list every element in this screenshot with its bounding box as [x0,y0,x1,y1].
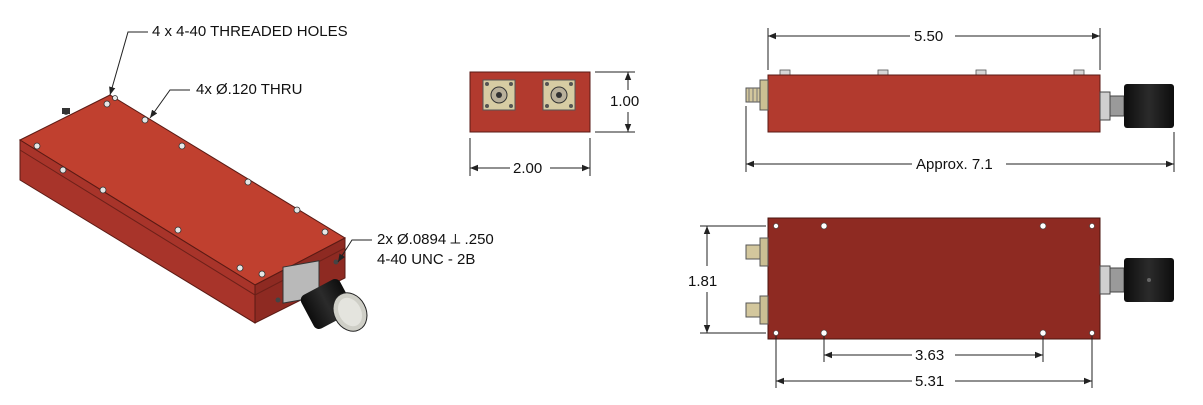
side-view-knob [1099,84,1174,128]
side-view-screw-heads [779,69,1085,76]
dim-end-height: 1.00 [610,93,639,110]
side-view: 5.50 Approx. 7.1 [745,28,1175,173]
end-view: 1.00 2.00 [469,71,639,177]
top-view-knob [1099,258,1174,302]
end-view-connector-1 [482,79,516,111]
leader-tapped-holes [337,239,372,263]
dim-top-width: 1.81 [688,273,717,290]
end-view-connector-2 [542,79,576,111]
side-view-body [767,74,1101,133]
note-tapped-line2: 4-40 UNC - 2B [377,251,475,268]
iso-tapped-hole-1 [275,297,281,303]
dim-hole-span: 5.31 [915,373,944,390]
top-view-sma-connector-1 [745,237,769,267]
note-threaded-holes: 4 x 4-40 THREADED HOLES [152,23,348,40]
dim-end-width: 2.00 [513,160,542,177]
iso-tapped-hole-2 [333,259,339,265]
dim-body-length: 5.50 [914,28,943,45]
top-view-body [767,217,1101,340]
iso-knob [300,279,368,332]
iso-side-connector [62,108,70,114]
dim-overall-length: Approx. 7.1 [916,156,993,173]
top-view: 1.81 3.63 5.31 [688,217,1174,390]
leader-thru-holes [149,89,190,119]
note-tapped-line1: 2x Ø.0894 ⟂ .250 [377,231,494,248]
leader-threaded-holes [109,31,148,96]
isometric-view: 4 x 4-40 THREADED HOLES 4x Ø.120 THRU 2x… [18,23,494,332]
side-view-sma-connector [745,79,769,111]
top-view-sma-connector-2 [745,295,769,325]
top-view-holes [773,222,1095,337]
note-thru-holes: 4x Ø.120 THRU [196,81,302,98]
dim-hole-spacing: 3.63 [915,347,944,364]
